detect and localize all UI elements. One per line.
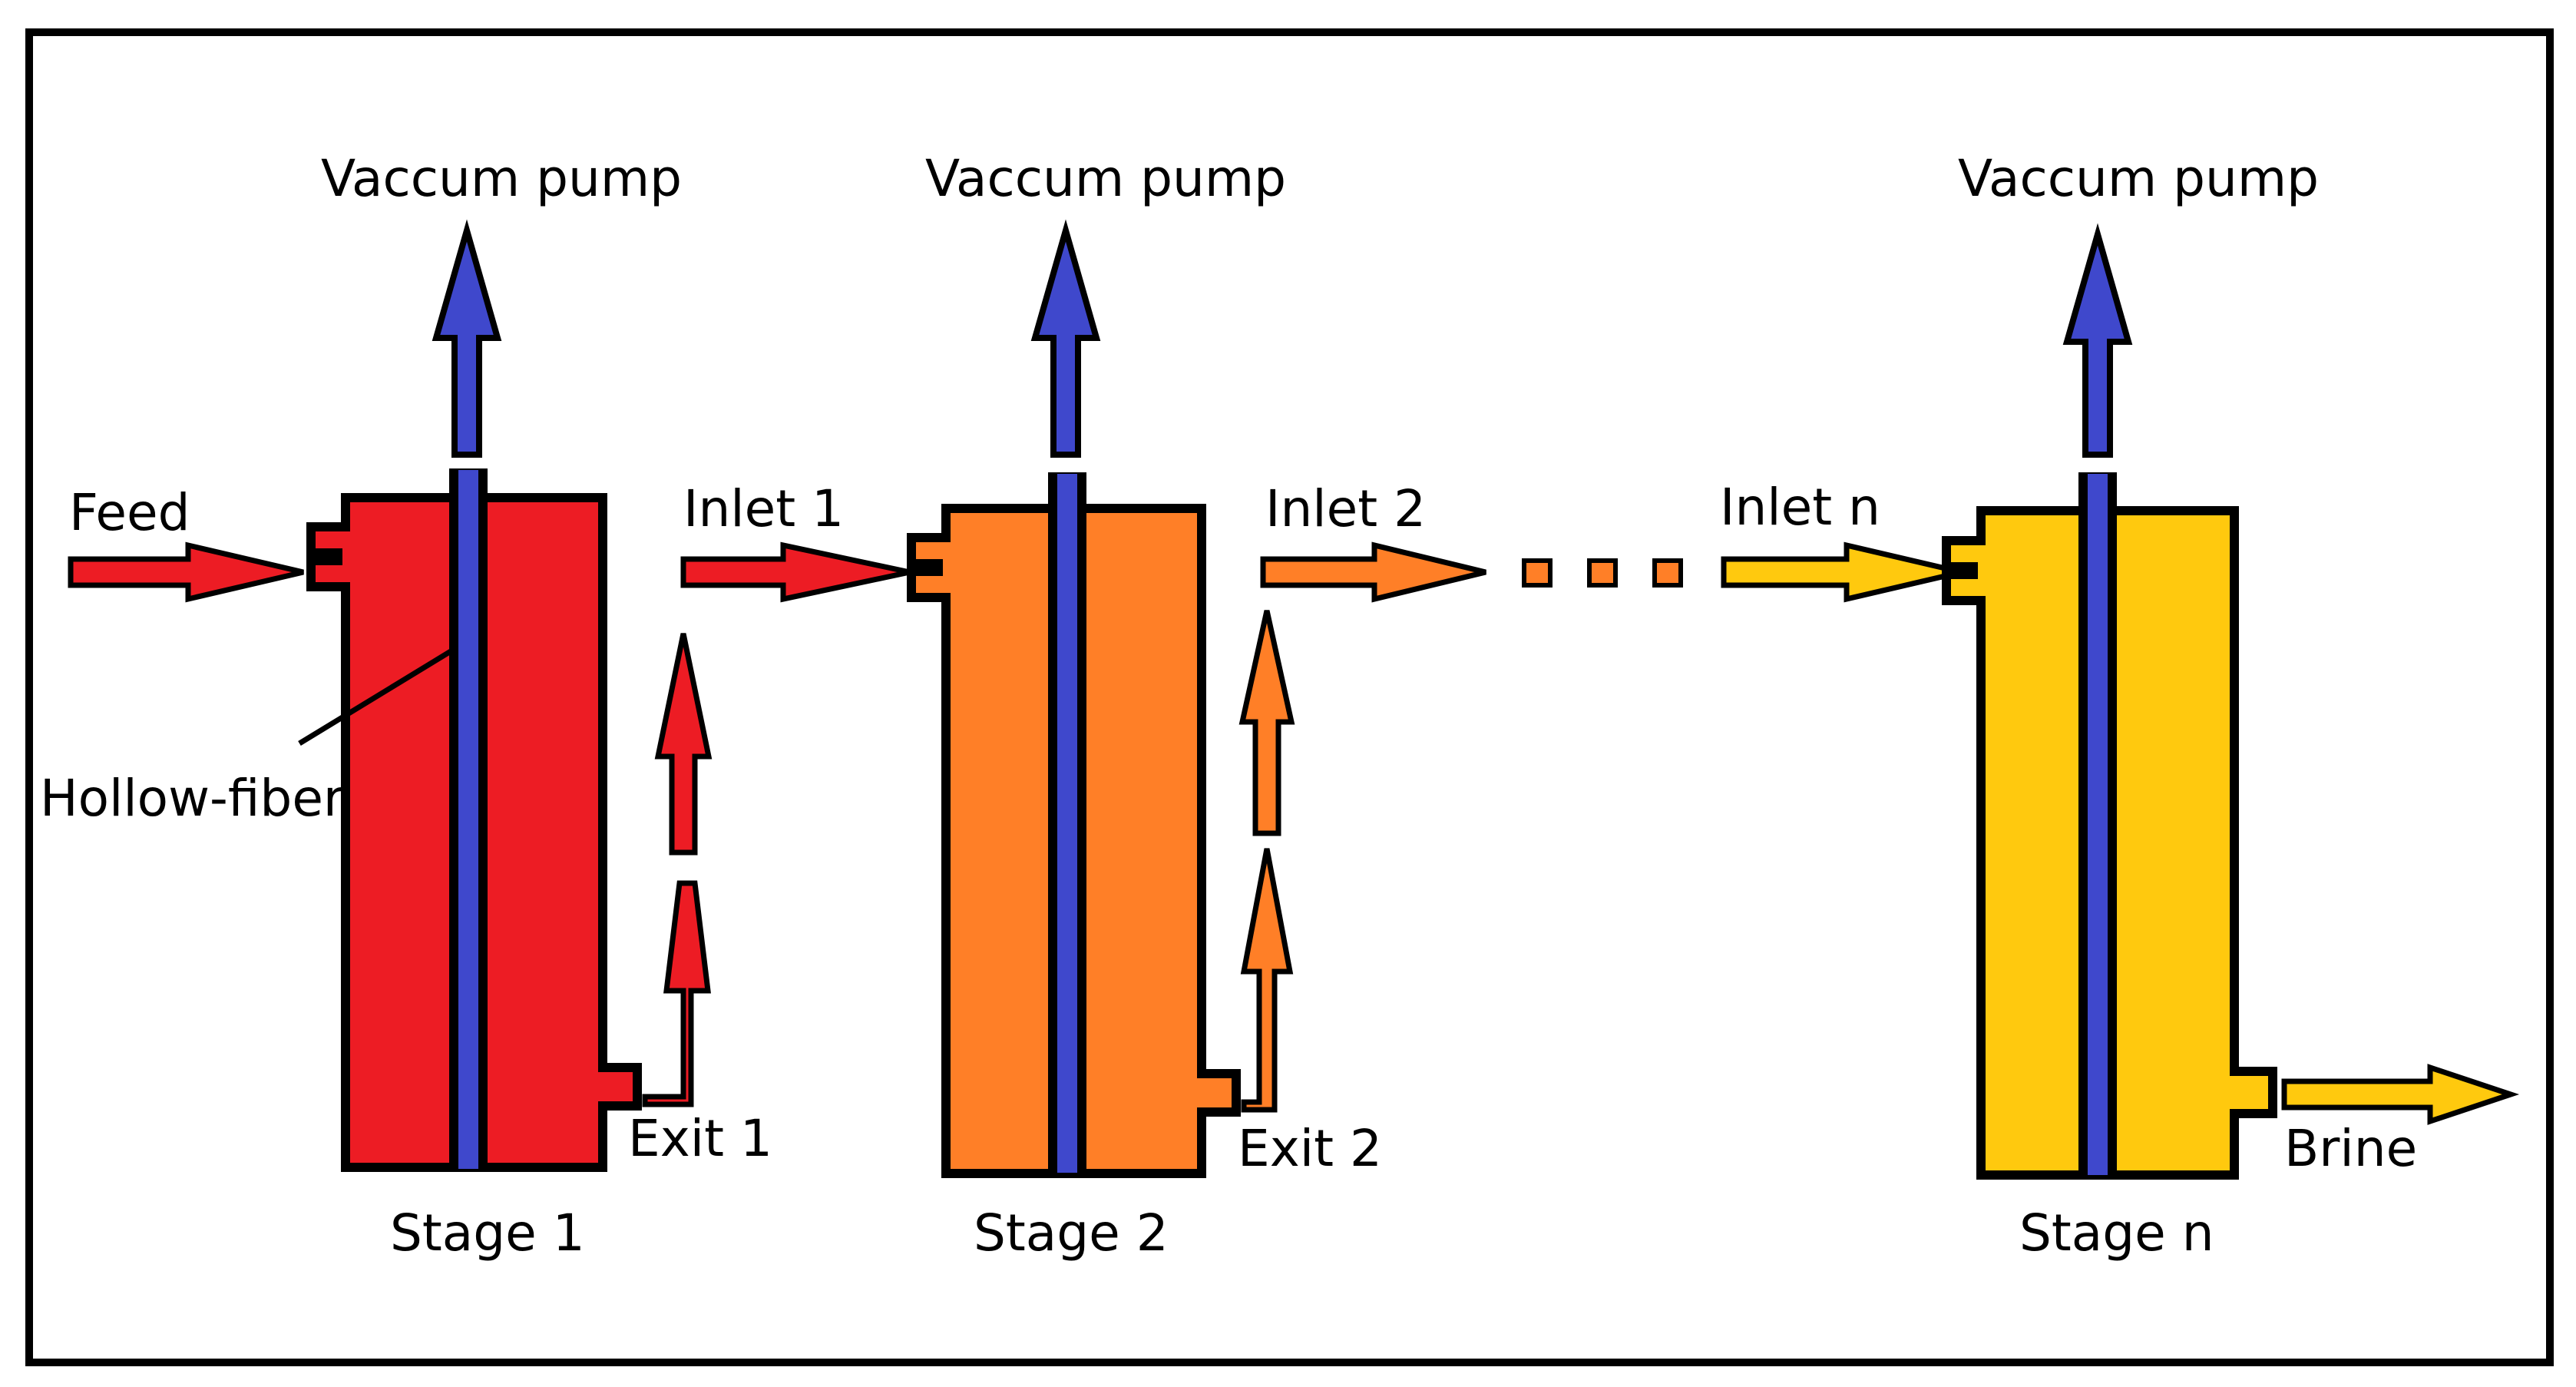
- stage-n-pump-label: Vaccum pump: [1958, 149, 2319, 208]
- brine-label: Brine: [2284, 1119, 2417, 1178]
- inlet-n-label: Inlet n: [1720, 478, 1880, 537]
- exit-1-up-arrow: [654, 633, 713, 856]
- stage-n-hollow-fiber: [2088, 474, 2108, 1175]
- inlet-1-arrow: [680, 541, 911, 603]
- stage-2-pump-arrow: [1030, 219, 1101, 458]
- dotted-continuation-icon: [1522, 558, 1683, 588]
- feed-arrow: [68, 541, 304, 603]
- exit-1-bend-arrow: [642, 880, 711, 1107]
- stage-1-pump-label: Vaccum pump: [321, 149, 682, 208]
- stage-1-column: [306, 468, 642, 1172]
- inlet-2-label: Inlet 2: [1265, 479, 1426, 538]
- stage-n-label: Stage n: [2019, 1203, 2214, 1263]
- stage-n-column: [1942, 472, 2277, 1180]
- hollow-fiber-pointer: [298, 647, 456, 746]
- diagram-frame: [25, 28, 2554, 1366]
- stage-1-label: Stage 1: [390, 1203, 585, 1263]
- stage-1-hollow-fiber: [458, 470, 478, 1169]
- hollow-fiber-label: Hollow-fiber: [40, 769, 345, 828]
- exit-2-up-arrow: [1238, 610, 1295, 836]
- exit-1-label: Exit 1: [628, 1109, 772, 1168]
- feed-label: Feed: [69, 483, 190, 542]
- exit-2-bend-arrow: [1240, 848, 1294, 1113]
- inlet-1-label: Inlet 1: [683, 479, 844, 538]
- stage-2-hollow-fiber: [1057, 474, 1077, 1173]
- inlet-2-arrow: [1260, 541, 1486, 603]
- stage-2-label: Stage 2: [974, 1203, 1169, 1263]
- stage-n-pump-arrow: [2062, 223, 2133, 458]
- brine-arrow: [2281, 1064, 2520, 1125]
- stage-2-pump-label: Vaccum pump: [925, 149, 1286, 208]
- exit-2-label: Exit 2: [1238, 1119, 1382, 1178]
- stage-1-pump-arrow: [432, 219, 502, 458]
- stage-2-column: [907, 472, 1241, 1178]
- inlet-n-arrow: [1721, 541, 1963, 603]
